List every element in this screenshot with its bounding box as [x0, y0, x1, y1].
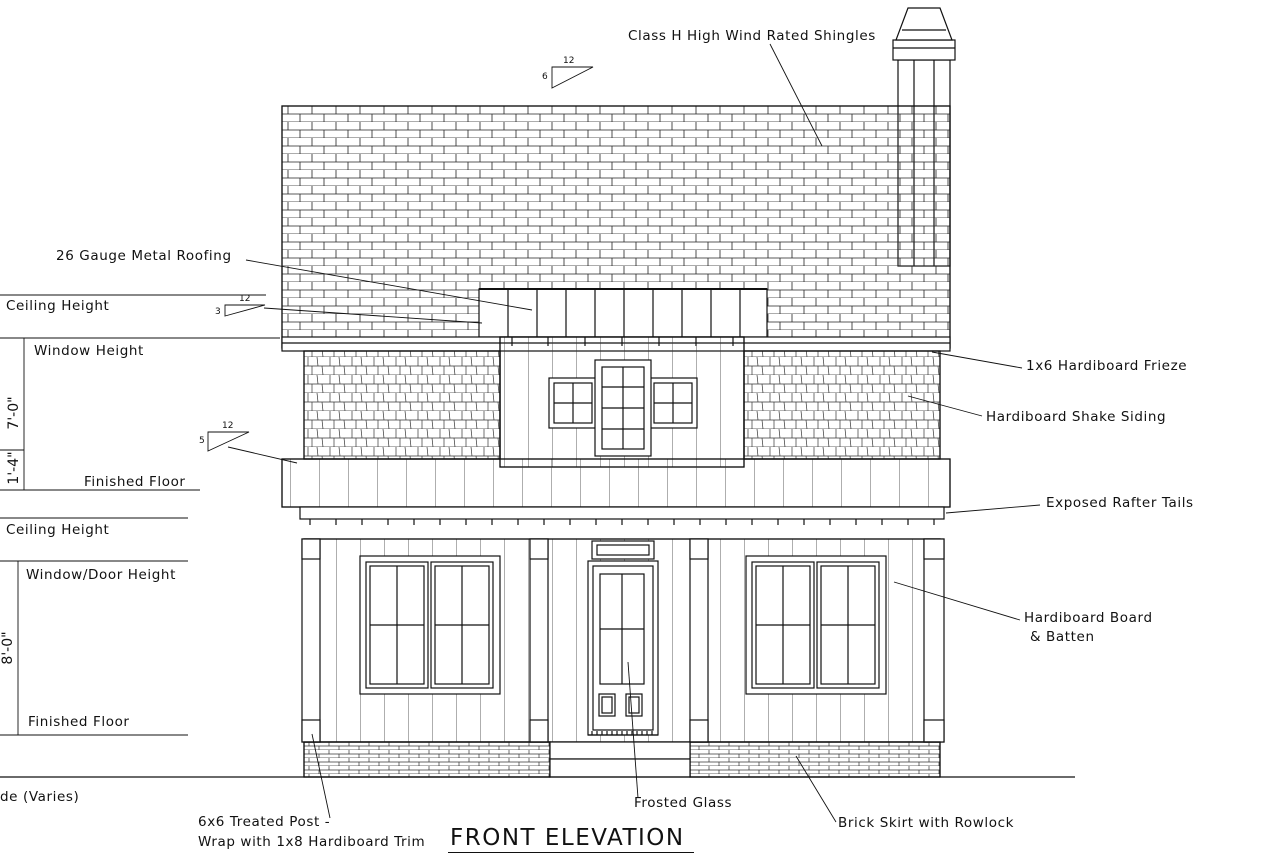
frieze-label: 1x6 Hardiboard Frieze [1026, 358, 1188, 374]
rafter-tails-label: Exposed Rafter Tails [1046, 495, 1194, 511]
title-underline [448, 852, 694, 853]
lower-total-dimension: 8'-0" [0, 631, 16, 665]
upper-total-dimension: 7'-0" [6, 396, 22, 430]
right-window [745, 555, 887, 695]
drawing-title: FRONT ELEVATION [450, 825, 685, 851]
finished-floor-lower-label: Finished Floor [28, 714, 130, 730]
porch-roof [281, 458, 951, 525]
shake-siding-label: Hardiboard Shake Siding [986, 409, 1167, 425]
brick-skirt-label: Brick Skirt with Rowlock [838, 815, 1015, 831]
upper-small-dimension: 1'-4" [6, 451, 22, 485]
board-batten-label: Hardiboard Board [1024, 610, 1153, 626]
dormer-metal-roof [478, 288, 768, 338]
leader-lines [227, 43, 1041, 823]
level-lines [0, 294, 280, 736]
post-label-2: Wrap with 1x8 Hardiboard Trim [198, 834, 426, 850]
front-door [587, 540, 659, 736]
ceiling-height-upper-label: Ceiling Height [6, 298, 110, 314]
pitch-3-rise: 5 [199, 436, 205, 446]
window-door-height-label: Window/Door Height [26, 567, 176, 583]
board-batten-label-2: & Batten [1030, 629, 1095, 645]
pitch-1-run: 12 [563, 56, 575, 66]
shingles-label: Class H High Wind Rated Shingles [628, 28, 876, 44]
ceiling-height-lower-label: Ceiling Height [6, 522, 110, 538]
pitch-2-rise: 3 [215, 307, 221, 317]
finished-floor-upper-label: Finished Floor [84, 474, 186, 490]
pitch-1-rise: 6 [542, 72, 548, 82]
grade-label: de (Varies) [0, 789, 80, 805]
pitch-symbols [207, 66, 594, 452]
pitch-3-run: 12 [222, 421, 234, 431]
window-height-label: Window Height [34, 343, 144, 359]
metal-roofing-label: 26 Gauge Metal Roofing [56, 248, 232, 264]
pitch-2-run: 12 [239, 294, 251, 304]
brick-skirt [303, 741, 941, 778]
dormer-windows [548, 359, 698, 457]
frosted-glass-label: Frosted Glass [634, 795, 733, 811]
post-label: 6x6 Treated Post - [198, 814, 331, 830]
left-window [359, 555, 501, 695]
